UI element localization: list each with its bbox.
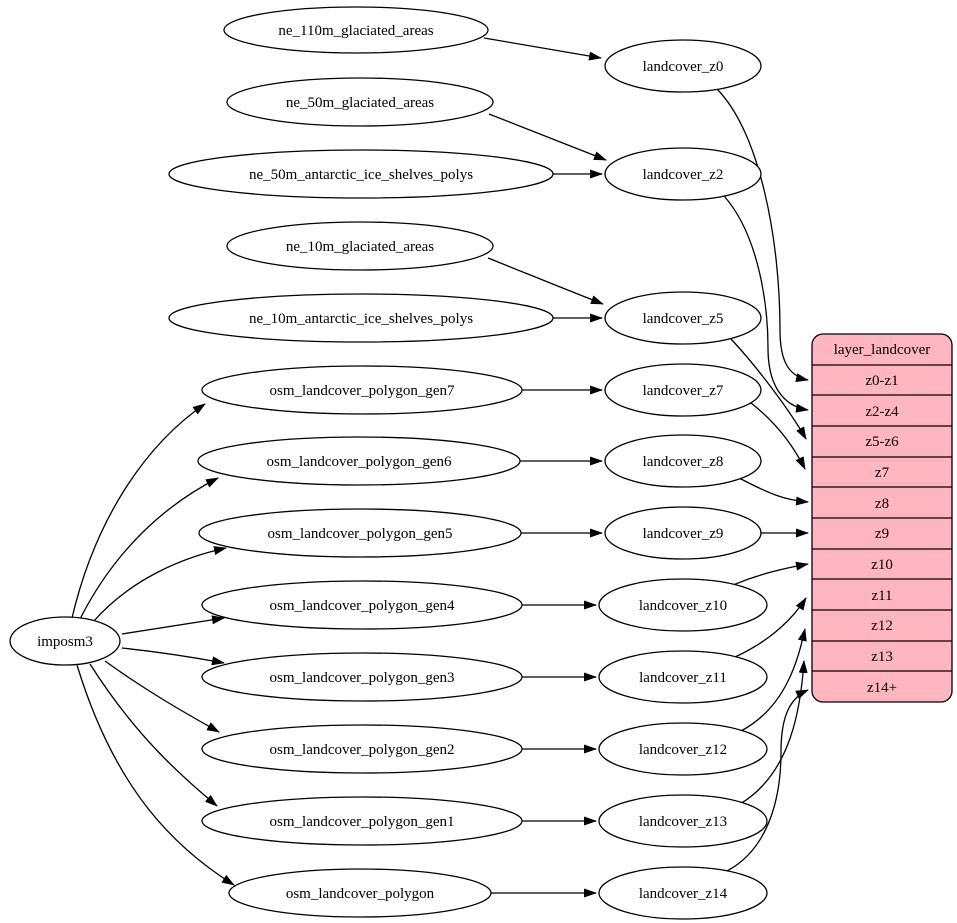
node-label: landcover_z5 xyxy=(643,311,724,327)
node-ne_110m_glaciated_areas: ne_110m_glaciated_areas xyxy=(223,6,489,54)
edge-imposm3-to-gen4 xyxy=(121,615,225,635)
table-row-z7: z7 xyxy=(875,465,890,481)
table-row-z8: z8 xyxy=(875,496,889,512)
node-ne_10m_antarctic_ice_shelves_polys: ne_10m_antarctic_ice_shelves_polys xyxy=(168,293,554,343)
table-row-z14plus: z14+ xyxy=(867,680,897,696)
node-ne_10m_glaciated_areas: ne_10m_glaciated_areas xyxy=(226,221,494,271)
table-row-z2-z4: z2-z4 xyxy=(865,404,899,420)
node-label: ne_10m_glaciated_areas xyxy=(286,239,434,255)
edge-z7-to-row-z7 xyxy=(750,402,806,470)
node-osm_landcover_polygon_gen2: osm_landcover_polygon_gen2 xyxy=(201,724,523,774)
node-osm_landcover_polygon_gen7: osm_landcover_polygon_gen7 xyxy=(201,365,523,415)
node-landcover_z11: landcover_z11 xyxy=(598,650,768,704)
node-label: landcover_z11 xyxy=(639,670,727,686)
node-ne_50m_glaciated_areas: ne_50m_glaciated_areas xyxy=(226,77,494,127)
edge-imposm3-to-gen5 xyxy=(92,546,227,623)
edge-ne110m-to-z0 xyxy=(483,37,602,61)
node-label: landcover_z8 xyxy=(643,454,724,470)
edge-z14-to-row-z14plus xyxy=(726,689,809,872)
table-title: layer_landcover xyxy=(834,342,931,358)
edge-imposm3-to-gen7 xyxy=(71,403,206,619)
node-label: imposm3 xyxy=(37,634,93,650)
node-label: osm_landcover_polygon_gen2 xyxy=(270,742,455,758)
node-label: osm_landcover_polygon_gen5 xyxy=(268,526,453,542)
node-label: landcover_z14 xyxy=(639,886,728,902)
node-landcover_z7: landcover_z7 xyxy=(604,363,762,417)
node-label: ne_110m_glaciated_areas xyxy=(278,23,433,39)
edge-z10-to-row-z10 xyxy=(732,561,809,586)
table-row-z5-z6: z5-z6 xyxy=(865,434,899,450)
node-landcover_z0: landcover_z0 xyxy=(604,39,762,93)
edge-imposm3-to-polygon xyxy=(76,664,235,886)
edge-z5-to-row-z5-z6 xyxy=(730,338,807,440)
edge-z13-to-row-z13 xyxy=(739,660,808,805)
table-row-z11: z11 xyxy=(871,588,892,604)
edge-z2-to-row-z2-z4 xyxy=(723,195,809,413)
edge-ne50m-glaciated-to-z2 xyxy=(488,113,607,161)
node-landcover_z14: landcover_z14 xyxy=(598,866,768,920)
node-label: ne_50m_antarctic_ice_shelves_polys xyxy=(249,167,473,183)
edges-group xyxy=(71,37,809,898)
table-row-z13: z13 xyxy=(871,649,893,665)
edge-ne10m-glaciated-to-z5 xyxy=(487,257,604,305)
node-label: ne_50m_glaciated_areas xyxy=(286,95,434,111)
table-row-z10: z10 xyxy=(871,557,893,573)
node-label: osm_landcover_polygon xyxy=(286,886,435,902)
node-landcover_z2: landcover_z2 xyxy=(604,147,762,201)
node-ne_50m_antarctic_ice_shelves_polys: ne_50m_antarctic_ice_shelves_polys xyxy=(168,149,554,199)
node-label: landcover_z0 xyxy=(643,59,724,75)
node-label: landcover_z12 xyxy=(639,742,727,758)
node-label: landcover_z13 xyxy=(639,814,727,830)
table-row-z9: z9 xyxy=(875,526,889,542)
node-landcover_z8: landcover_z8 xyxy=(604,434,762,488)
node-label: landcover_z10 xyxy=(639,598,727,614)
edge-z12-to-row-z12 xyxy=(740,628,807,732)
table-layer_landcover: layer_landcover z0-z1 z2-z4 z5-z6 z7 z8 … xyxy=(811,333,953,703)
node-label: landcover_z2 xyxy=(643,167,724,183)
node-osm_landcover_polygon_gen1: osm_landcover_polygon_gen1 xyxy=(201,796,523,846)
node-label: landcover_z7 xyxy=(643,383,724,399)
edge-z11-to-row-z11 xyxy=(734,597,807,658)
edge-imposm3-to-gen3 xyxy=(121,647,225,666)
node-landcover_z9: landcover_z9 xyxy=(604,506,762,560)
node-label: osm_landcover_polygon_gen3 xyxy=(270,670,455,686)
node-label: ne_10m_antarctic_ice_shelves_polys xyxy=(249,311,473,327)
node-osm_landcover_polygon_gen5: osm_landcover_polygon_gen5 xyxy=(198,508,522,558)
edge-z0-to-row-z0-z1 xyxy=(715,87,809,383)
node-osm_landcover_polygon_gen6: osm_landcover_polygon_gen6 xyxy=(197,436,521,486)
table-row-z12: z12 xyxy=(871,618,893,634)
node-landcover_z13: landcover_z13 xyxy=(598,794,768,848)
node-osm_landcover_polygon_gen3: osm_landcover_polygon_gen3 xyxy=(201,652,523,702)
edge-imposm3-to-gen6 xyxy=(79,477,219,620)
node-imposm3: imposm3 xyxy=(9,616,121,666)
node-landcover_z10: landcover_z10 xyxy=(598,578,768,632)
node-landcover_z12: landcover_z12 xyxy=(598,722,768,776)
node-osm_landcover_polygon: osm_landcover_polygon xyxy=(228,868,492,918)
node-label: landcover_z9 xyxy=(643,526,724,542)
node-landcover_z5: landcover_z5 xyxy=(604,291,762,345)
edge-imposm3-to-gen2 xyxy=(104,660,220,733)
node-osm_landcover_polygon_gen4: osm_landcover_polygon_gen4 xyxy=(201,580,523,630)
edge-z8-to-row-z8 xyxy=(738,477,809,506)
edge-imposm3-to-gen1 xyxy=(89,663,218,807)
node-label: osm_landcover_polygon_gen6 xyxy=(267,454,452,470)
node-label: osm_landcover_polygon_gen4 xyxy=(270,598,455,614)
table-row-z0-z1: z0-z1 xyxy=(865,373,898,389)
node-label: osm_landcover_polygon_gen7 xyxy=(270,383,455,399)
node-label: osm_landcover_polygon_gen1 xyxy=(270,814,455,830)
